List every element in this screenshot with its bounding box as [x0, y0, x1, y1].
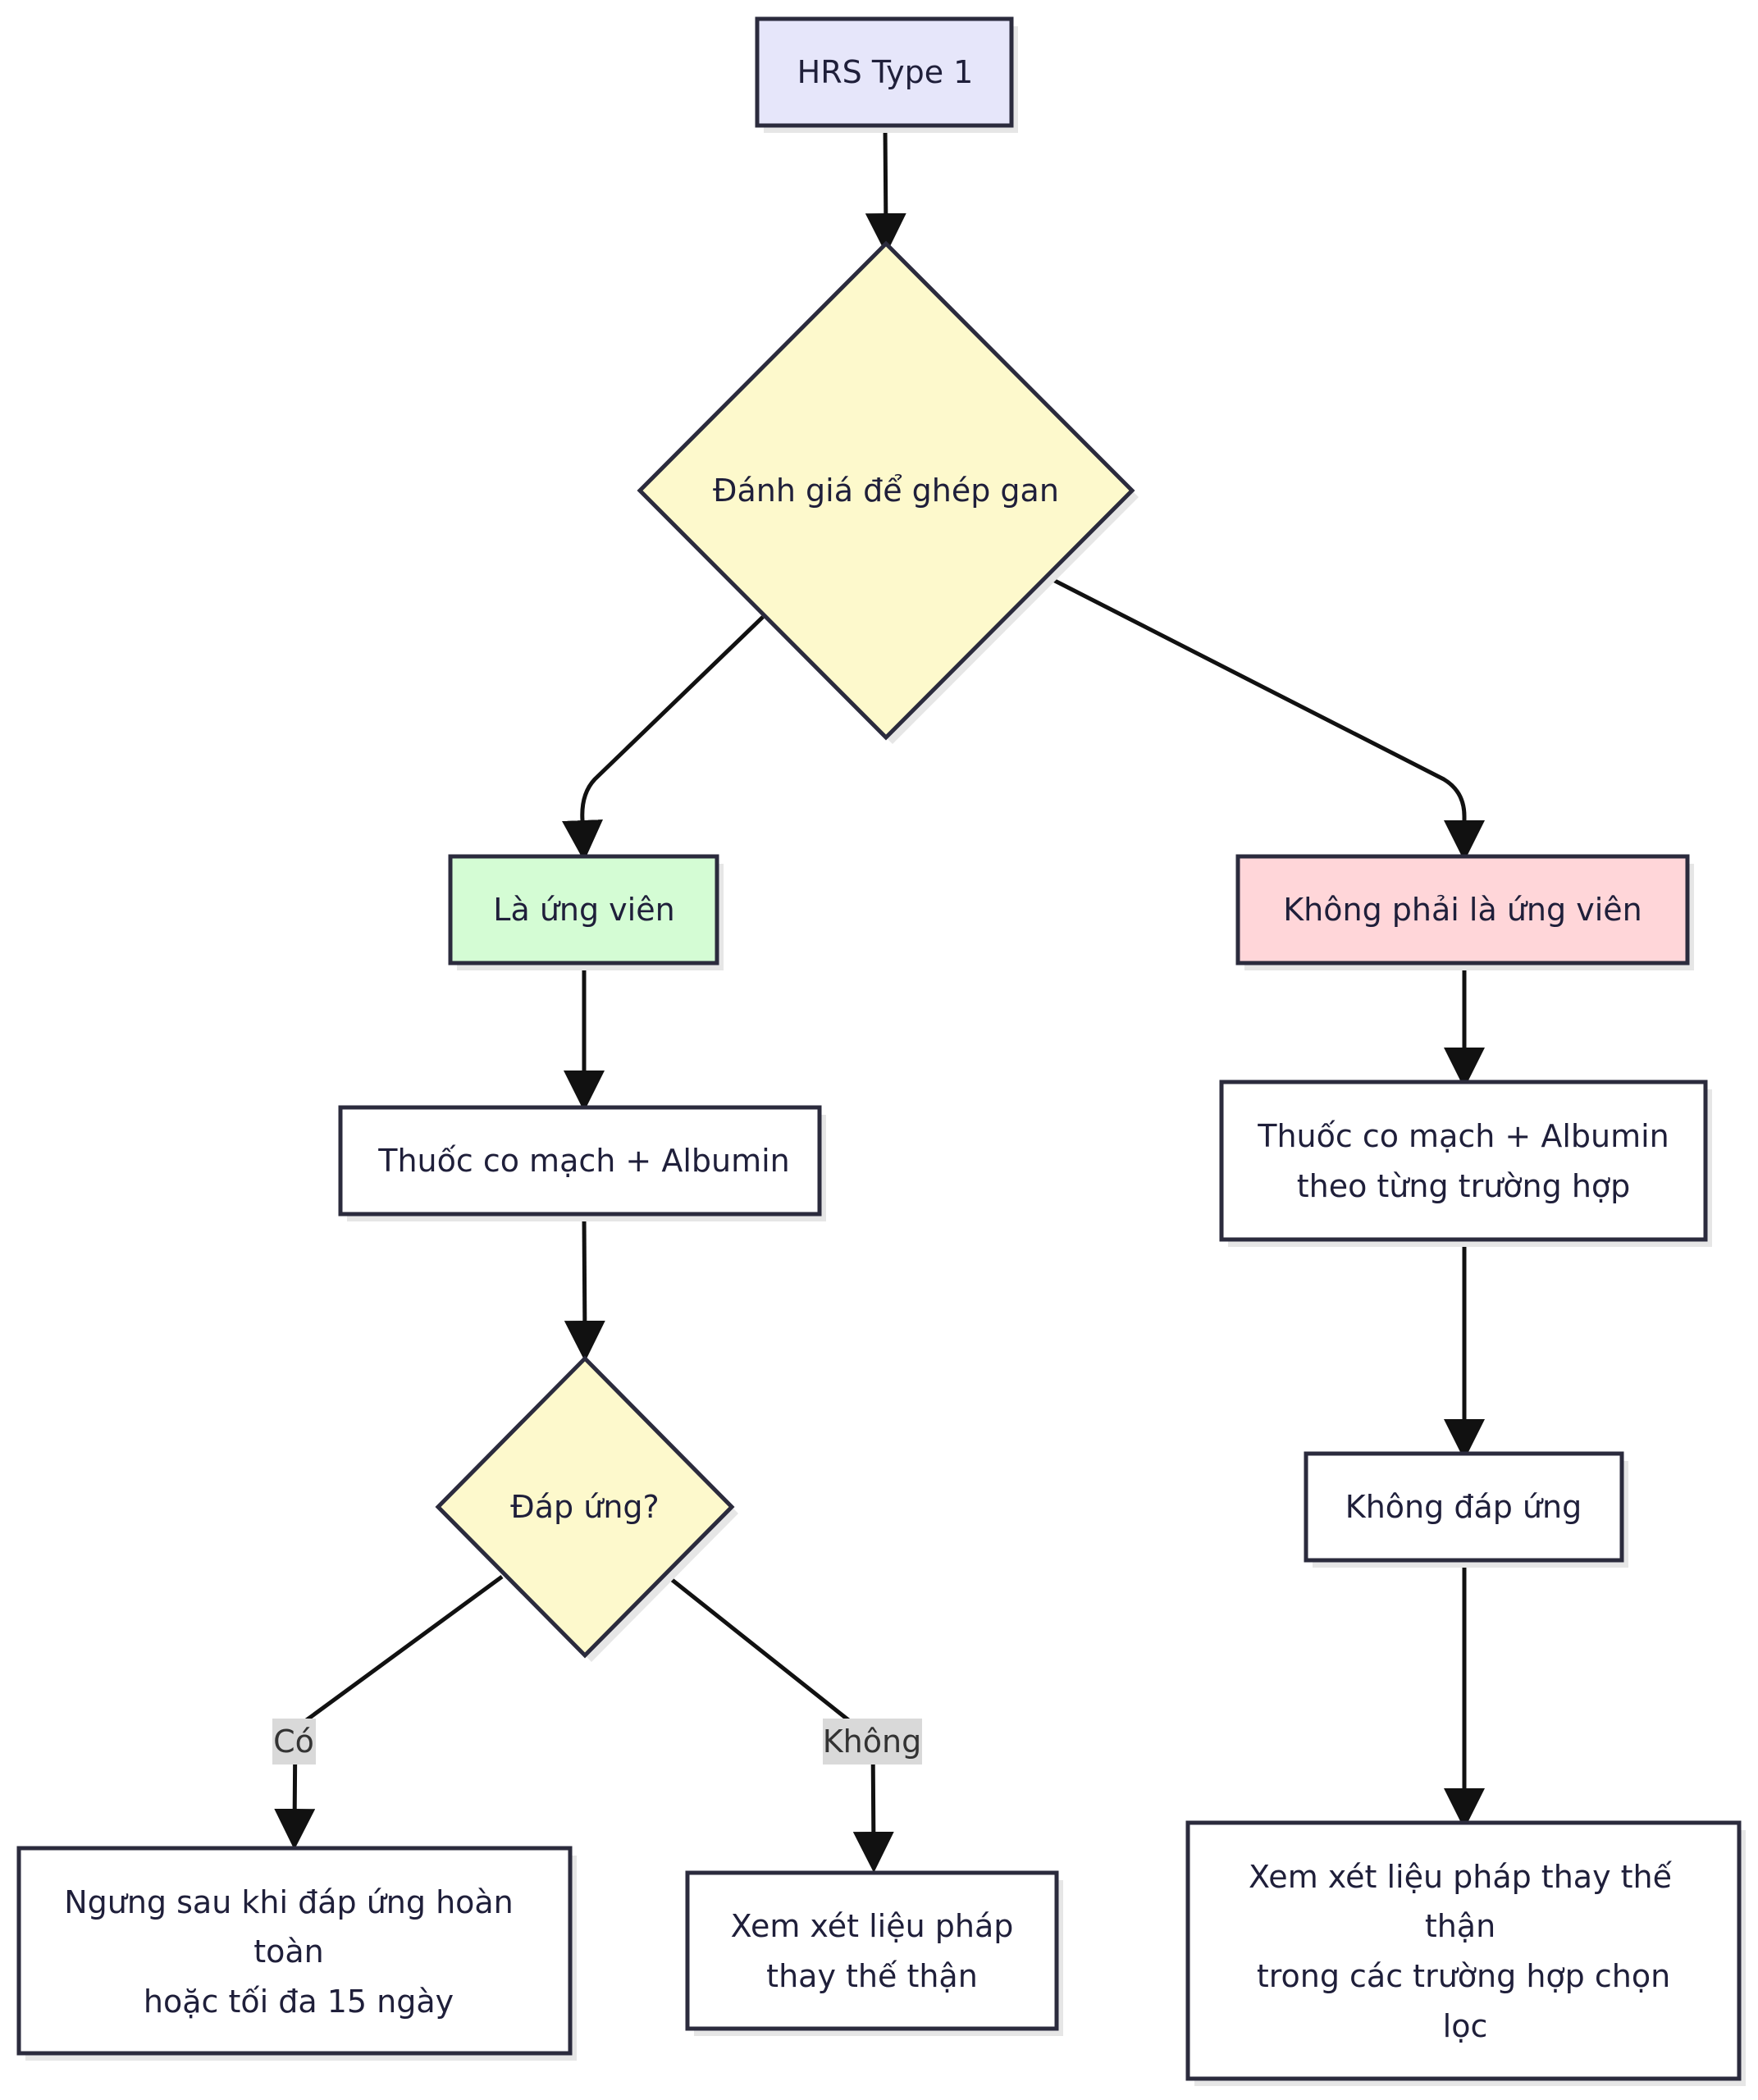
candidate-node-label: Là ứng viên [493, 892, 674, 928]
renal-replacement-left-line2: thay thế thận [766, 1958, 978, 1994]
renal-replacement-left-node[interactable]: Xem xét liệu pháp thay thế thận [685, 1870, 1063, 2036]
stop-after-response-node[interactable]: Ngưng sau khi đáp ứng hoàn toàn hoặc tối… [16, 1846, 577, 2061]
not-candidate-node[interactable]: Không phải là ứng viên [1235, 854, 1694, 970]
candidate-node[interactable]: Là ứng viên [448, 854, 724, 970]
stop-after-response-line3: hoặc tối đa 15 ngày [144, 1984, 454, 2020]
renal-replacement-left-line1: Xem xét liệu pháp [731, 1908, 1014, 1944]
not-candidate-node-label: Không phải là ứng viên [1283, 892, 1642, 928]
assess-decision[interactable]: Đánh giá để ghép gan [637, 240, 1139, 744]
start-node[interactable]: HRS Type 1 [755, 16, 1018, 133]
edge-label-bg-yes [272, 1719, 316, 1764]
edge-label-no: Không [823, 1723, 921, 1760]
renal-replacement-right-line2: thận [1425, 1908, 1495, 1944]
edge-response-to-stop [274, 1574, 504, 1850]
renal-replacement-right-line1: Xem xét liệu pháp thay thế [1249, 1859, 1673, 1895]
vasoconstrictor-albumin-case-line2: theo từng trường hợp [1297, 1168, 1631, 1204]
edge-label-bg-no [823, 1719, 922, 1764]
vasoconstrictor-albumin-case-line1: Thuốc co mạch + Albumin [1257, 1118, 1669, 1154]
edge-assess-to-not-candidate [1048, 576, 1485, 861]
edge-vaso-left-to-response [564, 1216, 605, 1362]
renal-replacement-right-line3: trong các trường hợp chọn [1257, 1958, 1670, 1994]
edge-start-to-assess [865, 126, 906, 254]
assess-decision-label: Đánh giá để ghép gan [713, 472, 1059, 509]
vasoconstrictor-albumin-case-node[interactable]: Thuốc co mạch + Albumin theo từng trường… [1219, 1080, 1712, 1247]
edge-assess-to-candidate [562, 615, 765, 861]
vasoconstrictor-albumin-label: Thuốc co mạch + Albumin [377, 1143, 790, 1179]
vasoconstrictor-albumin-node[interactable]: Thuốc co mạch + Albumin [338, 1105, 826, 1221]
renal-replacement-right-node[interactable]: Xem xét liệu pháp thay thế thận trong cá… [1185, 1820, 1746, 2086]
no-response-node[interactable]: Không đáp ứng [1304, 1451, 1628, 1568]
stop-after-response-line1: Ngưng sau khi đáp ứng hoàn [64, 1884, 514, 1920]
stop-after-response-line2: toàn [253, 1933, 324, 1970]
response-decision-label: Đáp ứng? [510, 1489, 659, 1525]
edge-label-yes: Có [273, 1723, 314, 1760]
renal-replacement-right-line4: lọc [1443, 2008, 1488, 2044]
start-node-label: HRS Type 1 [797, 54, 974, 90]
no-response-node-label: Không đáp ứng [1345, 1489, 1582, 1525]
edge-response-to-rrt-left [665, 1574, 894, 1873]
response-decision[interactable]: Đáp ứng? [435, 1355, 738, 1662]
